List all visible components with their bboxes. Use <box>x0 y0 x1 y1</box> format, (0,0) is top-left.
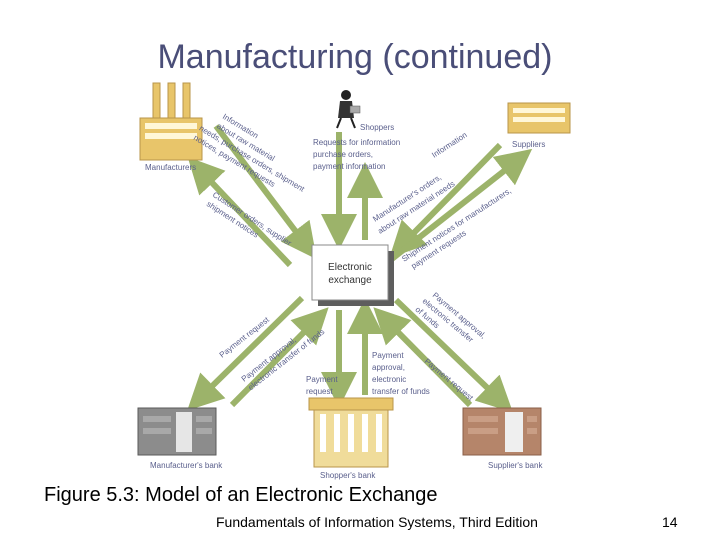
node-suppliers-bank-label: Supplier's bank <box>488 461 543 470</box>
arrow-supbank-to-exchange <box>373 307 473 408</box>
label-bank-approval-4: transfer of funds <box>372 387 430 396</box>
electronic-exchange-box: Electronic exchange <box>311 244 394 306</box>
arrow-exchange-to-suppliers <box>386 148 533 265</box>
label-shoppers-requests-2: purchase orders, <box>313 150 373 159</box>
label-shoppers-requests-1: Requests for information <box>313 138 400 147</box>
supplier-building-icon <box>507 102 571 134</box>
arrow-manufacturers-to-exchange <box>213 124 317 260</box>
label-sup-info-1: Information <box>430 130 468 159</box>
flow-arrows <box>187 124 533 413</box>
label-bank-approval-1: Payment <box>372 351 404 360</box>
factory-icon <box>139 82 203 161</box>
node-manufacturers-label: Manufacturers <box>145 163 196 172</box>
suppliers-bank-icon <box>462 407 542 456</box>
page-number: 14 <box>662 514 678 530</box>
arrow-mbank-to-exchange <box>229 307 329 408</box>
node-manufacturers-bank-label: Manufacturer's bank <box>150 461 223 470</box>
arrow-suppliers-to-exchange <box>389 142 503 258</box>
label-shoppers-requests-3: payment information <box>313 162 385 171</box>
exchange-label-line1: Electronic <box>328 262 372 273</box>
label-sup-ship-1: Shipment notices for manufacturers, <box>400 186 513 264</box>
label-bank-approval-2: approval, <box>372 363 405 372</box>
shopper-person-icon <box>336 90 361 129</box>
arrow-exchange-to-manufacturers <box>187 156 293 268</box>
label-bank-approval-3: electronic <box>372 375 406 384</box>
node-suppliers-label: Suppliers <box>512 140 545 149</box>
arrow-exchange-to-mbank <box>187 295 305 411</box>
slide-title: Manufacturing (continued) <box>157 38 553 76</box>
slide-footer: Fundamentals of Information Systems, Thi… <box>216 514 538 530</box>
figure-caption: Figure 5.3: Model of an Electronic Excha… <box>44 484 438 506</box>
label-mfr-orders-1: Customer orders, supplier <box>211 190 293 248</box>
manufacturers-bank-icon <box>137 407 217 456</box>
label-bank-payment-request-2: request <box>306 387 333 396</box>
node-shoppers-bank-label: Shopper's bank <box>320 471 376 480</box>
label-sbank-request: Payment request <box>423 357 476 403</box>
shoppers-bank-icon <box>308 397 394 468</box>
exchange-label-line2: exchange <box>328 275 372 286</box>
label-bank-payment-request-1: Payment <box>306 375 338 384</box>
arrow-exchange-to-supbank <box>393 297 513 413</box>
node-shoppers-label: Shoppers <box>360 123 394 132</box>
